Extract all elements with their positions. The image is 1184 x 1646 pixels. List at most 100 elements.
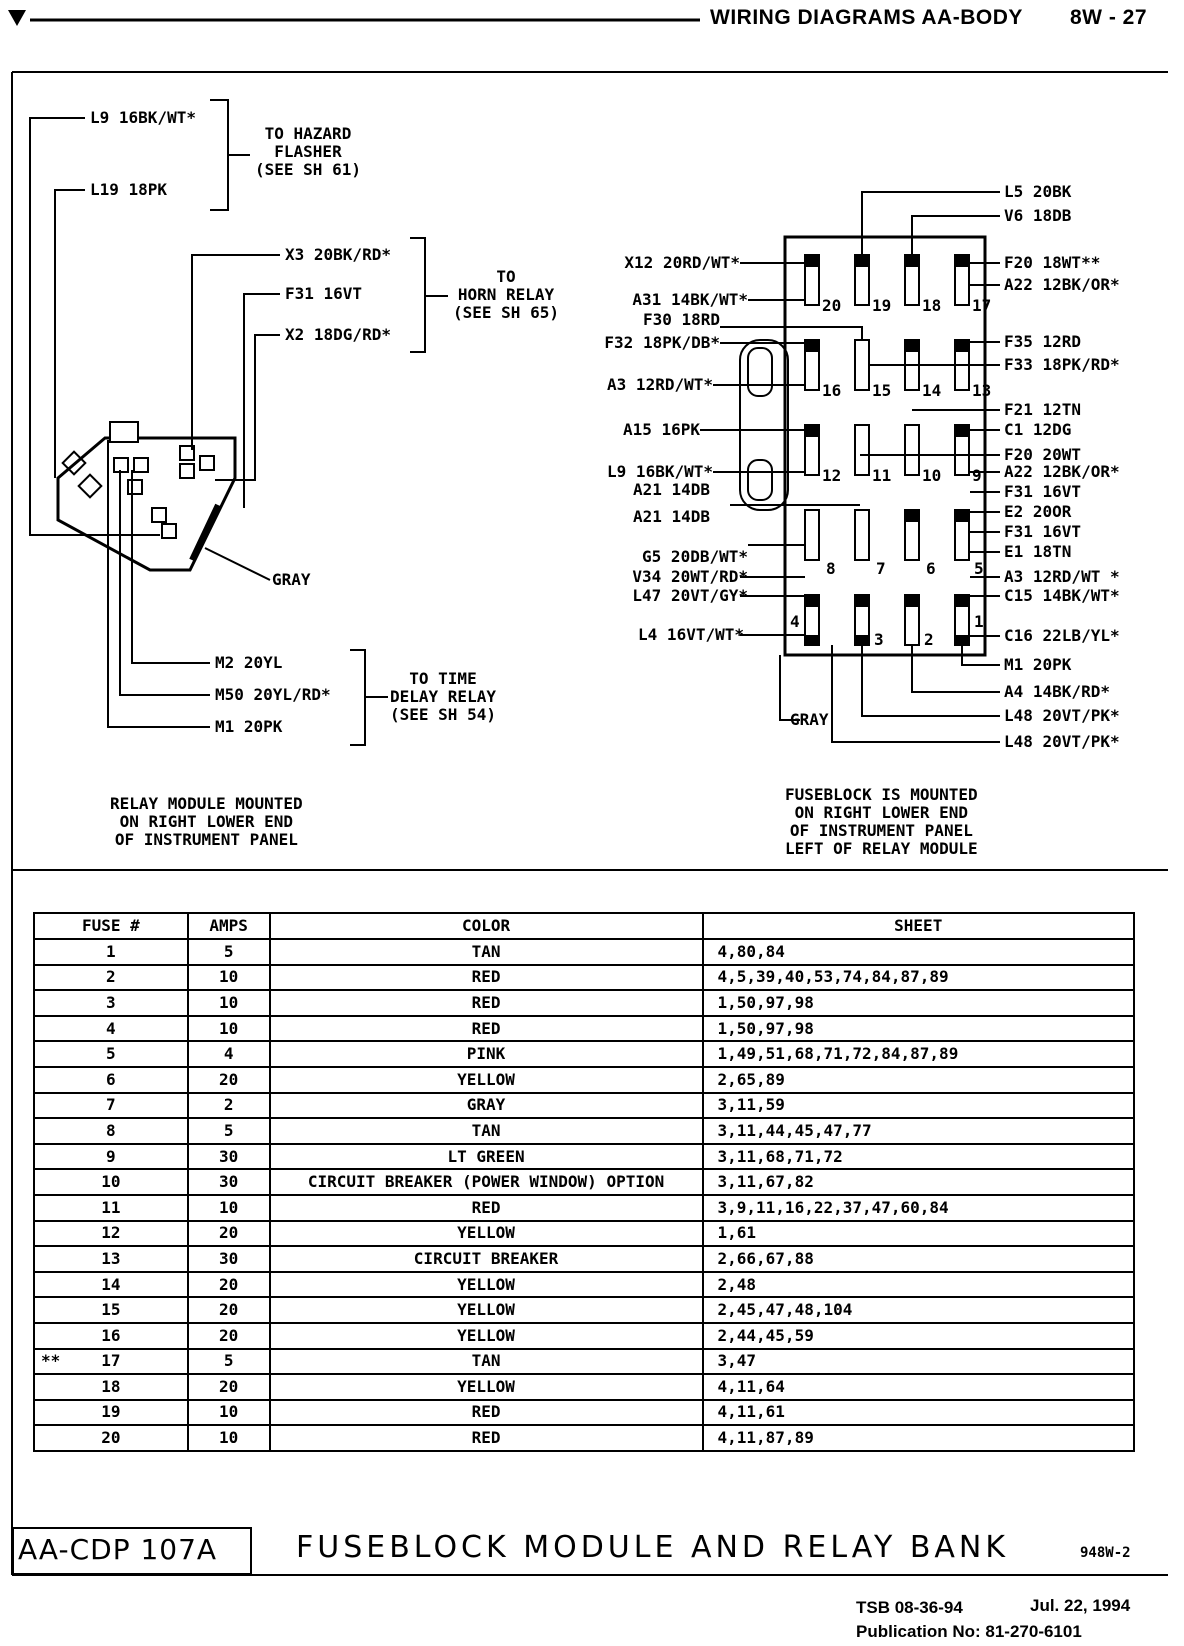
amps-text: 4 bbox=[223, 1044, 234, 1064]
fuse-number: 3 bbox=[874, 630, 884, 649]
wire-label: A3 12RD/WT* bbox=[607, 375, 713, 394]
wire-label: X2 18DG/RD* bbox=[285, 325, 391, 344]
wire-label: A22 12BK/OR* bbox=[1004, 275, 1120, 294]
double-asterisk-mark: ** bbox=[41, 1350, 61, 1370]
wire-label: M1 20PK bbox=[215, 717, 283, 736]
amps-cell: 30 bbox=[186, 1142, 271, 1171]
color-cell: LT GREEN bbox=[268, 1142, 704, 1171]
color-cell: TAN bbox=[268, 1117, 704, 1145]
wire-label: V6 18DB bbox=[1004, 206, 1072, 225]
table-row: 18 20 YELLOW 4,11,64 bbox=[33, 1373, 1135, 1401]
fuse-number: 14 bbox=[922, 381, 942, 400]
color-text: RED bbox=[471, 1018, 501, 1038]
color-cell: GRAY bbox=[268, 1091, 704, 1120]
amps-text: 20 bbox=[219, 1376, 239, 1396]
fuse-number-text: 8 bbox=[106, 1120, 116, 1140]
fuse-number-text: 19 bbox=[101, 1402, 121, 1422]
color-cell: CIRCUIT BREAKER bbox=[268, 1245, 704, 1273]
amps-text: 10 bbox=[219, 1402, 239, 1422]
sheet-cell: 3,11,67,82 bbox=[701, 1168, 1135, 1196]
fuse-number-cell: 4 bbox=[33, 1014, 189, 1043]
column-header: AMPS bbox=[186, 912, 271, 940]
color-cell: YELLOW bbox=[268, 1219, 704, 1248]
fuse-number-cell: 9 bbox=[33, 1142, 189, 1171]
color-cell: TAN bbox=[268, 938, 704, 966]
wire-label: V34 20WT/RD* bbox=[632, 567, 748, 586]
wire-label: L48 20VT/PK* bbox=[1004, 732, 1120, 751]
fuse-number-text: 17 bbox=[101, 1351, 121, 1371]
wire-label: X12 20RD/WT* bbox=[624, 253, 740, 272]
sheet-cell: 3,11,68,71,72 bbox=[701, 1142, 1135, 1171]
amps-text: 20 bbox=[219, 1274, 239, 1294]
amps-text: 10 bbox=[219, 1428, 239, 1448]
color-cell: YELLOW bbox=[268, 1270, 704, 1299]
sheet-text: 3,11,44,45,47,77 bbox=[717, 1120, 872, 1140]
wire-label: L4 16VT/WT* bbox=[638, 625, 744, 644]
wire-label: C1 12DG bbox=[1004, 420, 1072, 439]
fuse-number: 13 bbox=[972, 381, 992, 400]
color-text: TAN bbox=[471, 1351, 501, 1371]
sheet-text: 2,65,89 bbox=[717, 1069, 785, 1089]
amps-text: 30 bbox=[219, 1248, 239, 1268]
fuse-number: 17 bbox=[972, 296, 992, 315]
fuse-number-cell: 20 bbox=[33, 1424, 189, 1452]
fuse-number: 11 bbox=[872, 466, 892, 485]
sheet-text: 2,48 bbox=[717, 1274, 757, 1294]
color-cell: RED bbox=[268, 989, 704, 1017]
fuse-number-cell: 10 bbox=[33, 1168, 189, 1196]
fuse-number: 7 bbox=[876, 559, 886, 578]
column-header: FUSE # bbox=[33, 912, 189, 940]
color-cell: YELLOW bbox=[268, 1296, 704, 1324]
color-cell: RED bbox=[268, 1398, 704, 1427]
amps-cell: 20 bbox=[186, 1270, 271, 1299]
sheet-cell: 1,50,97,98 bbox=[701, 989, 1135, 1017]
wire-label: F20 18WT** bbox=[1004, 253, 1101, 272]
publication-number: Publication No: 81-270-6101 bbox=[856, 1622, 1082, 1641]
fuse-number: 20 bbox=[822, 296, 842, 315]
gray-label: GRAY bbox=[272, 570, 311, 589]
wire-label: A31 14BK/WT* bbox=[632, 290, 748, 309]
color-cell: YELLOW bbox=[268, 1373, 704, 1401]
amps-cell: 20 bbox=[186, 1296, 271, 1324]
color-cell: RED bbox=[268, 963, 704, 992]
amps-text: 20 bbox=[219, 1069, 239, 1089]
amps-text: 5 bbox=[223, 1120, 234, 1140]
fuse-number-text: 2 bbox=[106, 967, 116, 987]
fuse-number-cell: 18 bbox=[33, 1373, 189, 1401]
time-delay-relay-destination: TO TIME DELAY RELAY (SEE SH 54) bbox=[390, 669, 496, 724]
fuse-number-cell: 11 bbox=[33, 1193, 189, 1222]
drawing-code: AA-CDP 107A bbox=[18, 1533, 218, 1566]
sheet-cell: 2,44,45,59 bbox=[701, 1321, 1135, 1350]
relay-module-note: RELAY MODULE MOUNTED ON RIGHT LOWER END … bbox=[110, 794, 303, 849]
amps-text: 10 bbox=[219, 967, 239, 987]
fuse-number-text: 1 bbox=[106, 941, 116, 961]
color-text: TAN bbox=[471, 1120, 501, 1140]
color-cell: RED bbox=[268, 1193, 704, 1222]
amps-text: 20 bbox=[219, 1325, 239, 1345]
sheet-text: 3,11,68,71,72 bbox=[717, 1146, 843, 1166]
wire-label: M1 20PK bbox=[1004, 655, 1072, 674]
fuse-number-text: 4 bbox=[106, 1018, 116, 1038]
fuse-number-text: 18 bbox=[101, 1376, 121, 1396]
fuse-number-text: 5 bbox=[106, 1044, 116, 1064]
sheet-text: 4,11,64 bbox=[717, 1376, 785, 1396]
color-text: YELLOW bbox=[457, 1325, 515, 1345]
amps-text: 20 bbox=[219, 1223, 239, 1243]
wire-label: F35 12RD bbox=[1004, 332, 1082, 351]
wire-label: M50 20YL/RD* bbox=[215, 685, 331, 704]
horn-relay-destination: TO HORN RELAY (SEE SH 65) bbox=[453, 267, 559, 322]
color-text: TAN bbox=[471, 941, 501, 961]
fuse-number-text: 10 bbox=[101, 1172, 121, 1192]
fuse-number-cell: 16 bbox=[33, 1321, 189, 1350]
fuse-number-text: 11 bbox=[101, 1197, 121, 1217]
header-page-number: 8W - 27 bbox=[1070, 6, 1148, 29]
fuse-number-cell: ** 17 bbox=[33, 1347, 189, 1376]
